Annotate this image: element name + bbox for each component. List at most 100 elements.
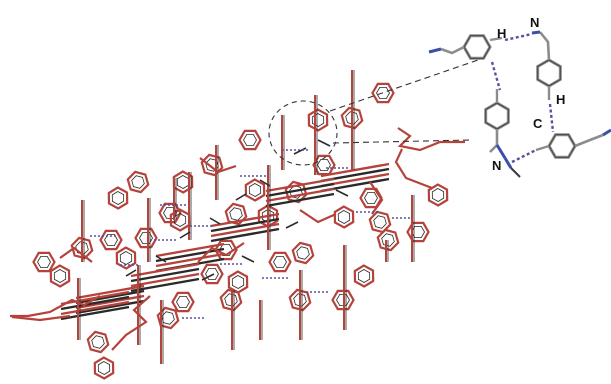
inset-bond — [489, 36, 503, 42]
phenyl-ring — [368, 210, 392, 234]
phenyl-ring-inner — [176, 295, 190, 309]
inset-bond — [503, 157, 513, 169]
phenyl-ring — [353, 264, 375, 288]
label-n-top: N — [530, 15, 539, 30]
inset-bond — [538, 31, 551, 61]
phenyl-ring — [107, 186, 129, 210]
zigzag-arm — [11, 314, 71, 322]
methyl-stub — [209, 217, 221, 225]
hydrogen-bond-inset — [428, 30, 611, 178]
phenyl-ring-inner — [229, 207, 243, 221]
phenyl-ring — [307, 108, 329, 132]
phenyl-ring — [93, 356, 115, 380]
inset-phenyl-ring — [484, 101, 510, 131]
phenyl-ring-inner — [289, 185, 303, 199]
methyl-stub — [293, 147, 307, 155]
label-c-right: C — [533, 116, 543, 131]
core-stack-bond — [60, 300, 130, 316]
inset-bond — [510, 167, 521, 178]
phenyl-ring — [200, 263, 224, 285]
phenyl-ring — [126, 170, 150, 194]
methyl-stub — [241, 255, 255, 263]
inset-bond — [602, 128, 611, 137]
core-stack-bond — [75, 299, 145, 315]
zigzag-arm — [197, 242, 245, 263]
methyl-stub — [235, 193, 247, 201]
phenyl-ring — [99, 229, 123, 251]
phenyl-ring — [244, 178, 266, 202]
inset-bond — [535, 144, 550, 152]
phenyl-ring-inner — [431, 188, 445, 202]
hydrogen-bond-lines — [90, 149, 412, 319]
phenyl-ring — [86, 330, 110, 354]
core-stack-bond — [265, 187, 335, 203]
phenyl-ring-inner — [91, 335, 105, 349]
core-stack-bond — [60, 295, 130, 311]
phenyl-ring-inner — [231, 275, 245, 289]
highlight-circle — [268, 100, 338, 166]
zigzag-arm — [111, 295, 151, 351]
phenyl-ring — [70, 236, 94, 260]
inset-phenyl-ring — [462, 34, 492, 60]
core-stack-bond — [75, 284, 145, 300]
methyl-stub — [201, 273, 215, 281]
zigzag-arm — [394, 148, 433, 190]
phenyl-ring-inner — [53, 269, 67, 283]
methyl-stub — [285, 221, 299, 229]
core-stack-bond — [130, 272, 200, 288]
core-stack-bond — [155, 252, 225, 268]
phenyl-ring-inner — [119, 251, 133, 265]
inset-bond — [531, 30, 541, 35]
phenyl-ring-inner — [111, 191, 125, 205]
core-stack-bond — [265, 182, 335, 198]
phenyl-ring-inner — [205, 267, 219, 281]
phenyl-ring-inner — [411, 225, 425, 239]
phenyl-ring-inner — [296, 246, 310, 260]
phenyl-ring — [134, 227, 158, 249]
phenyl-ring-inner — [248, 183, 262, 197]
phenyl-ring-inner — [131, 175, 145, 189]
callout-line-lower — [332, 139, 471, 144]
inset-hydrogen-bond — [548, 103, 555, 133]
core-stack-bond — [320, 162, 390, 178]
zigzag-arm — [199, 157, 237, 174]
phenyl-ring — [49, 264, 71, 288]
phenyl-ring-inner — [364, 191, 378, 205]
phenyl-ring — [227, 270, 249, 294]
phenyl-ring — [406, 221, 430, 243]
phenyl-ring-inner — [176, 175, 190, 189]
zigzag-arm — [10, 295, 101, 318]
inset-bond — [440, 45, 465, 55]
phenyl-ring — [427, 183, 449, 207]
phenyl-ring-inner — [357, 269, 371, 283]
phenyl-ring — [224, 202, 248, 226]
label-h-top: H — [497, 26, 506, 41]
inset-bond — [489, 129, 499, 153]
methyl-stub — [155, 255, 167, 263]
inset-hydrogen-bond — [490, 61, 502, 91]
phenyl-ring-inner — [161, 311, 175, 325]
phenyl-ring — [172, 170, 194, 194]
zigzag-arm — [299, 209, 337, 224]
phenyl-ring-inner — [97, 361, 111, 375]
methyl-stub — [179, 231, 191, 239]
core-stack-bond — [130, 277, 200, 293]
core-stack-bond — [130, 267, 200, 283]
phenyl-ring-inner — [376, 87, 390, 99]
inset-bond — [495, 144, 507, 159]
phenyl-ring — [115, 246, 137, 270]
zigzag-arm — [369, 181, 384, 215]
phenyl-ring — [158, 202, 182, 224]
phenyl-ring-inner — [37, 255, 51, 269]
core-stack-bond — [75, 289, 145, 305]
phenyl-ring — [333, 205, 355, 229]
phenyl-ring — [238, 129, 262, 151]
core-stack-bond — [130, 262, 200, 278]
phenyl-ring-inner — [311, 113, 325, 127]
inset-phenyl-ring — [547, 133, 577, 159]
phenyl-ring — [371, 82, 395, 104]
inset-hydrogen-bond — [504, 32, 533, 42]
phenyl-ring — [171, 291, 195, 313]
core-stack-bond — [155, 242, 225, 258]
